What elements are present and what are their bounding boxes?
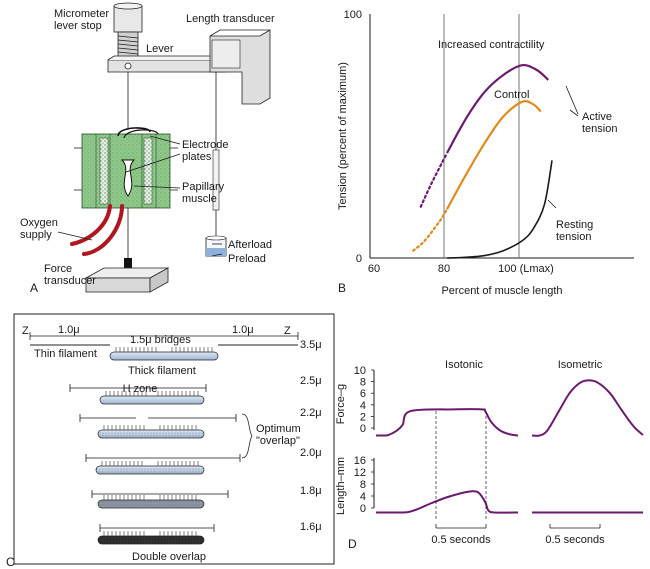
panel-b-chart: [369, 14, 634, 259]
force-tick-0: 0: [360, 423, 366, 435]
afterload-weight-icon: [205, 235, 227, 257]
force-tick-2: 2: [360, 411, 366, 423]
length-tick-4: 4: [360, 491, 366, 503]
length-2-5: 2.5μ: [300, 375, 322, 387]
afterload-label: Afterload: [228, 239, 272, 251]
x-tick-100: 100 (Lmax): [498, 263, 554, 275]
control-curve-dashed: [412, 208, 449, 252]
panel-a-letter: A: [30, 281, 38, 295]
panel-a-apparatus: [57, 2, 271, 293]
force-tick-8: 8: [360, 377, 366, 389]
filament-texture-6: [98, 536, 204, 544]
length-tick-16: 16: [354, 455, 366, 467]
x-tick-80: 80: [438, 263, 450, 275]
control-curve: [446, 100, 542, 210]
length-tick-12: 12: [354, 467, 366, 479]
filament-texture-5: [98, 500, 204, 508]
muscle-chamber: [81, 127, 171, 209]
force-transducer-icon: [84, 267, 170, 293]
cross-bridges-6: [103, 531, 197, 536]
isotonic-length-trace: [375, 490, 519, 514]
thin-filament-label: Thin filament: [34, 348, 97, 360]
force-tick-10: 10: [354, 365, 366, 377]
bridges-label: 1.5μ bridges: [130, 334, 191, 346]
increased-contractility-label: Increased contractility: [438, 39, 545, 51]
panel-c-letter: C: [6, 555, 15, 569]
cross-bridges-3: [103, 425, 197, 430]
force-tick-4: 4: [360, 400, 366, 412]
length-axis-label: Length–mm: [335, 457, 347, 515]
increased-contractility-curve-dashed: [419, 152, 449, 208]
length-2-2: 2.2μ: [300, 407, 322, 419]
length-3-5: 3.5μ: [300, 339, 322, 351]
isotonic-title: Isotonic: [445, 359, 483, 371]
resting-tension-curve: [446, 160, 553, 259]
thick-filament-1: [109, 351, 219, 361]
cross-bridges-5: [103, 495, 197, 500]
preload-label: Preload: [228, 253, 266, 265]
y-tick-100: 100: [344, 9, 362, 21]
y-axis-label: Tension (percent of maximum): [337, 62, 349, 210]
isometric-force-trace: [531, 379, 644, 437]
panel-c-sarcomere: [13, 313, 335, 565]
force-axis-label: Force–g: [335, 384, 347, 424]
z-right-label: Z: [284, 325, 291, 337]
double-overlap-label: Double overlap: [132, 551, 206, 563]
length-transducer-icon: [209, 29, 271, 105]
y-tick-0: 0: [356, 253, 362, 265]
thick-filament-label: Thick filament: [128, 365, 196, 377]
increased-contractility-curve: [446, 63, 550, 154]
left-width-label: 1.0μ: [58, 324, 80, 336]
length-tick-8: 8: [360, 479, 366, 491]
length-1-8: 1.8μ: [300, 485, 322, 497]
oxygen-tube-icon: [70, 204, 124, 256]
x-axis-label: Percent of muscle length: [441, 285, 562, 297]
h-zone-label: H zone: [123, 383, 158, 395]
control-label: Control: [494, 89, 529, 101]
isometric-title: Isometric: [558, 359, 603, 371]
isotonic-force-trace: [375, 408, 519, 437]
micrometer-icon: [113, 2, 143, 59]
length-1-6: 1.6μ: [300, 521, 322, 533]
panel-b-letter: B: [338, 281, 346, 295]
thick-filament-2: [99, 395, 205, 405]
right-width-label: 1.0μ: [232, 324, 254, 336]
lever-label: Lever: [146, 43, 174, 55]
length-transducer-label: Length transducer: [186, 13, 275, 25]
x-tick-60: 60: [368, 263, 380, 275]
cross-bridges-2: [105, 391, 199, 396]
cross-bridges-1: [115, 347, 213, 352]
time-scale-label-2: 0.5 seconds: [545, 534, 605, 546]
force-tick-6: 6: [360, 388, 366, 400]
optimum-overlap-label: Optimum"overlap": [256, 423, 301, 447]
filament-texture-4: [96, 466, 204, 474]
length-tick-0: 0: [360, 503, 366, 515]
cross-bridges-4: [101, 461, 199, 466]
time-scale-label-1: 0.5 seconds: [431, 534, 491, 546]
panel-d-letter: D: [348, 537, 357, 551]
filament-texture-3: [98, 430, 204, 438]
z-left-label: Z: [22, 325, 29, 337]
length-2-0: 2.0μ: [300, 447, 322, 459]
